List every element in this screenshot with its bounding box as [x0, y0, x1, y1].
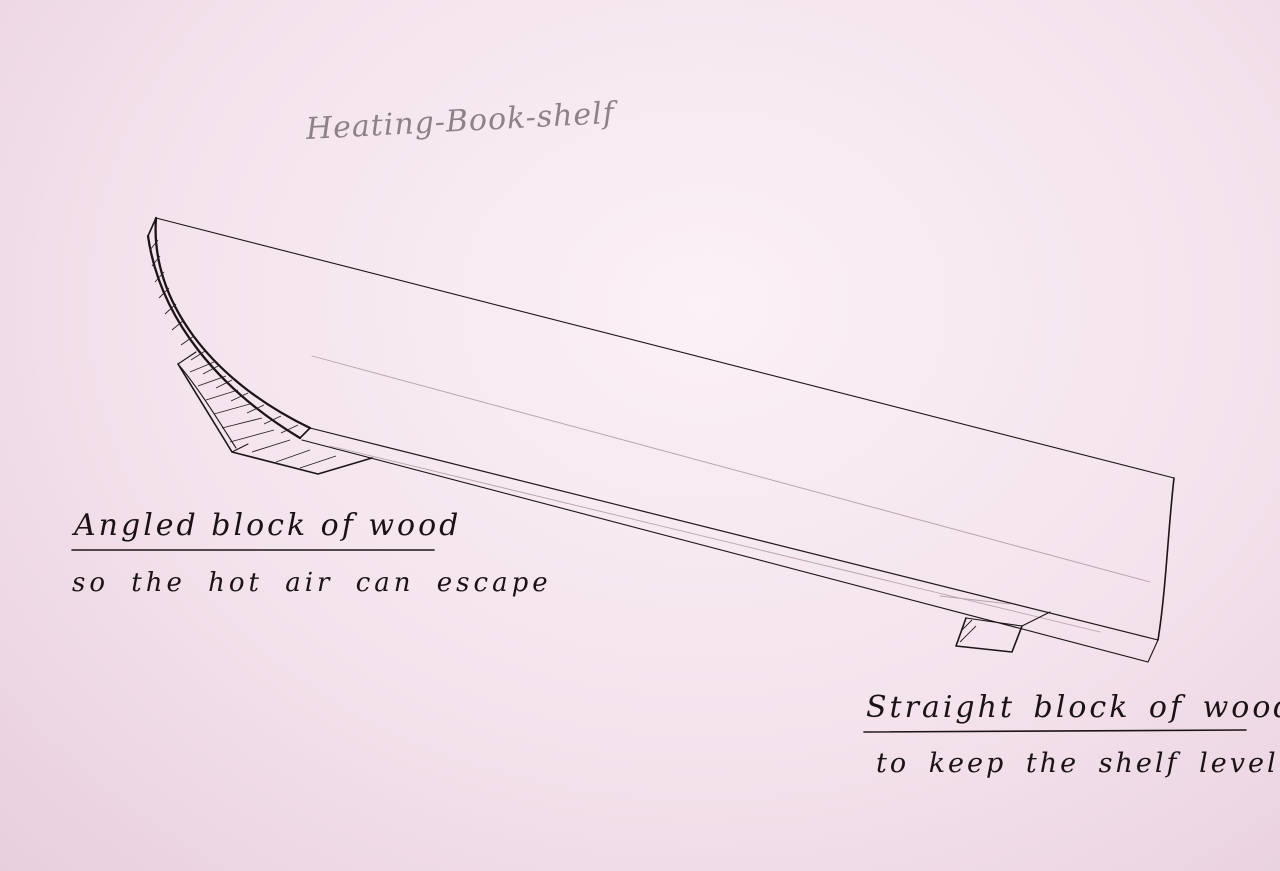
- straight-wood-block: [956, 612, 1050, 652]
- curved-end-hatching: [150, 240, 298, 433]
- angled-block-note: so the hot air can escape: [72, 568, 552, 598]
- angled-block-heading: Angled block of wood: [74, 508, 461, 543]
- straight-block-note: to keep the shelf level: [876, 748, 1279, 779]
- angled-block-hatching: [190, 362, 336, 468]
- straight-heading-underline: [864, 730, 1246, 732]
- straight-block-heading: Straight block of wood: [866, 690, 1280, 725]
- straight-block-hatching: [960, 620, 976, 642]
- angled-wood-block: [178, 352, 372, 474]
